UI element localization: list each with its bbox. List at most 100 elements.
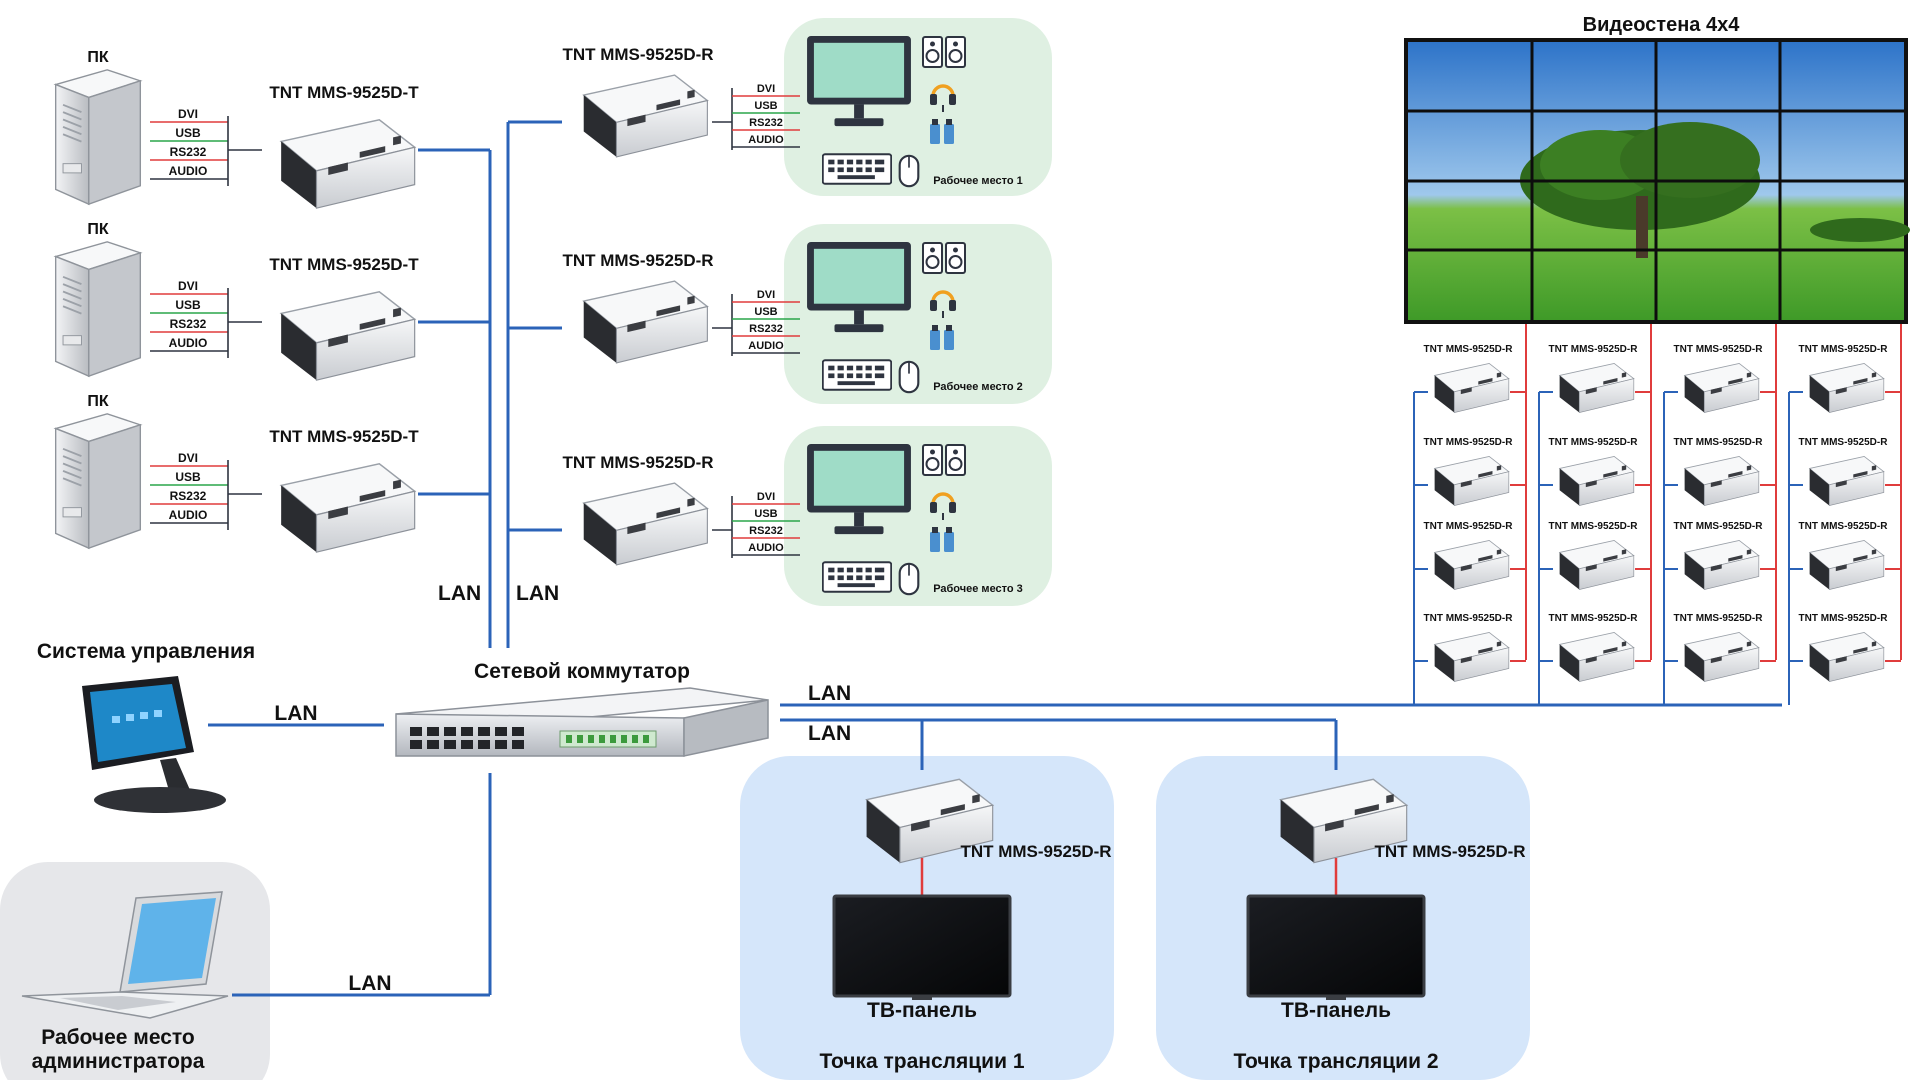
wall-receiver-r3-c1: TNT MMS-9525D-R — [1414, 521, 1526, 590]
wall-receiver-label: TNT MMS-9525D-R — [1549, 521, 1639, 532]
decoder-box-icon — [582, 74, 709, 158]
switch-label: Сетевой коммутатор — [474, 660, 690, 683]
wall-receiver-label: TNT MMS-9525D-R — [1799, 344, 1889, 355]
port-label-dvi: DVI — [757, 83, 775, 95]
port-label-audio: AUDIO — [748, 542, 784, 554]
wall-receiver-label: TNT MMS-9525D-R — [1799, 521, 1889, 532]
port-label-audio: AUDIO — [169, 164, 208, 178]
wall-receiver-r2-c1: TNT MMS-9525D-R — [1414, 437, 1526, 506]
pc-label: ПК — [87, 393, 109, 410]
wall-receiver-r2-c3: TNT MMS-9525D-R — [1664, 437, 1776, 506]
laptop-icon — [21, 891, 229, 1019]
tv-panel-icon — [1246, 894, 1426, 1002]
port-label-rs232: RS232 — [170, 317, 207, 331]
wall-receiver-label: TNT MMS-9525D-R — [1674, 344, 1764, 355]
transmitter-label: TNT MMS-9525D-T — [269, 83, 419, 102]
lan-label-control: LAN — [274, 702, 317, 725]
wall-receiver-r4-c4: TNT MMS-9525D-R — [1789, 613, 1901, 682]
port-label-rs232: RS232 — [170, 489, 207, 503]
encoder-box-icon — [280, 119, 416, 209]
port-label-dvi: DVI — [178, 107, 198, 121]
mouse-icon — [898, 154, 920, 188]
control-system-label: Система управления — [37, 640, 255, 663]
wall-receiver-r4-c1: TNT MMS-9525D-R — [1414, 613, 1526, 682]
video-wall-icon — [1404, 38, 1910, 324]
wall-receiver-label: TNT MMS-9525D-R — [1674, 613, 1764, 624]
tv-label: ТВ-панель — [867, 999, 977, 1022]
wall-receiver-r4-c2: TNT MMS-9525D-R — [1539, 613, 1651, 682]
decoder-box-icon — [1434, 363, 1510, 413]
decoder-box-icon — [1559, 456, 1635, 506]
pc-tower-icon — [54, 240, 142, 378]
touch-panel-icon — [82, 676, 226, 813]
decoder-box-icon — [1684, 456, 1760, 506]
wall-receiver-r1-c4: TNT MMS-9525D-R — [1789, 344, 1901, 413]
workplace-name: Рабочее место 3 — [933, 583, 1023, 595]
decoder-box-icon — [1684, 363, 1760, 413]
decoder-box-icon — [1434, 540, 1510, 590]
decoder-box-icon — [1559, 363, 1635, 413]
port-label-usb: USB — [754, 100, 777, 112]
receiver-label: TNT MMS-9525D-R — [960, 842, 1111, 861]
wall-receiver-label: TNT MMS-9525D-R — [1424, 613, 1514, 624]
workplace-zone-backgrounds — [784, 18, 1052, 606]
port-label-rs232: RS232 — [749, 117, 783, 129]
keyboard-icon — [822, 153, 892, 185]
receiver-label: TNT MMS-9525D-R — [1374, 842, 1525, 861]
decoder-box-icon — [1684, 540, 1760, 590]
lan-label-tv: LAN — [808, 722, 851, 745]
lan-label-admin: LAN — [348, 972, 391, 995]
mouse-icon — [898, 562, 920, 596]
port-label-rs232: RS232 — [170, 145, 207, 159]
wall-receiver-label: TNT MMS-9525D-R — [1424, 437, 1514, 448]
wall-receiver-label: TNT MMS-9525D-R — [1674, 521, 1764, 532]
decoder-box-icon — [582, 482, 709, 566]
port-label-audio: AUDIO — [169, 508, 208, 522]
workplace-name: Рабочее место 2 — [933, 381, 1023, 393]
admin-label-line-1: Рабочее место — [41, 1026, 195, 1049]
wall-receiver-r2-c4: TNT MMS-9525D-R — [1789, 437, 1901, 506]
decoder-box-icon — [582, 280, 709, 364]
port-label-rs232: RS232 — [749, 323, 783, 335]
lan-label-tx-trunk: LAN — [438, 582, 481, 605]
encoder-box-icon — [280, 463, 416, 553]
workplace-name: Рабочее место 1 — [933, 175, 1023, 187]
decoder-box-icon — [1809, 540, 1885, 590]
pc-tower-icon — [54, 412, 142, 550]
decoder-box-icon — [1809, 456, 1885, 506]
pc-tower-icon — [54, 68, 142, 206]
keyboard-icon — [822, 359, 892, 391]
wall-receiver-label: TNT MMS-9525D-R — [1424, 344, 1514, 355]
wall-receiver-r4-c3: TNT MMS-9525D-R — [1664, 613, 1776, 682]
wall-receiver-r1-c1: TNT MMS-9525D-R — [1414, 344, 1526, 413]
wall-receiver-r3-c3: TNT MMS-9525D-R — [1664, 521, 1776, 590]
port-label-dvi: DVI — [178, 451, 198, 465]
port-label-rs232: RS232 — [749, 525, 783, 537]
wall-receiver-label: TNT MMS-9525D-R — [1799, 613, 1889, 624]
receiver-label: TNT MMS-9525D-R — [562, 453, 713, 472]
decoder-box-icon — [1434, 456, 1510, 506]
videowall-title: Видеостена 4x4 — [1583, 14, 1741, 36]
port-label-audio: AUDIO — [169, 336, 208, 350]
decoder-box-icon — [1434, 632, 1510, 682]
wall-receiver-label: TNT MMS-9525D-R — [1799, 437, 1889, 448]
wall-receiver-label: TNT MMS-9525D-R — [1549, 344, 1639, 355]
wall-receiver-r3-c2: TNT MMS-9525D-R — [1539, 521, 1651, 590]
port-label-usb: USB — [175, 126, 201, 140]
videowall-receiver-grid: TNT MMS-9525D-R TNT MMS-9525D-R TNT MMS-95… — [1413, 324, 1902, 705]
lan-label-rx-trunk: LAN — [516, 582, 559, 605]
tv-label: ТВ-панель — [1281, 999, 1391, 1022]
lan-label-wall: LAN — [808, 682, 851, 705]
pc-label: ПК — [87, 221, 109, 238]
wall-receiver-label: TNT MMS-9525D-R — [1549, 613, 1639, 624]
pc-label: ПК — [87, 49, 109, 66]
port-label-dvi: DVI — [757, 491, 775, 503]
encoder-box-icon — [280, 291, 416, 381]
